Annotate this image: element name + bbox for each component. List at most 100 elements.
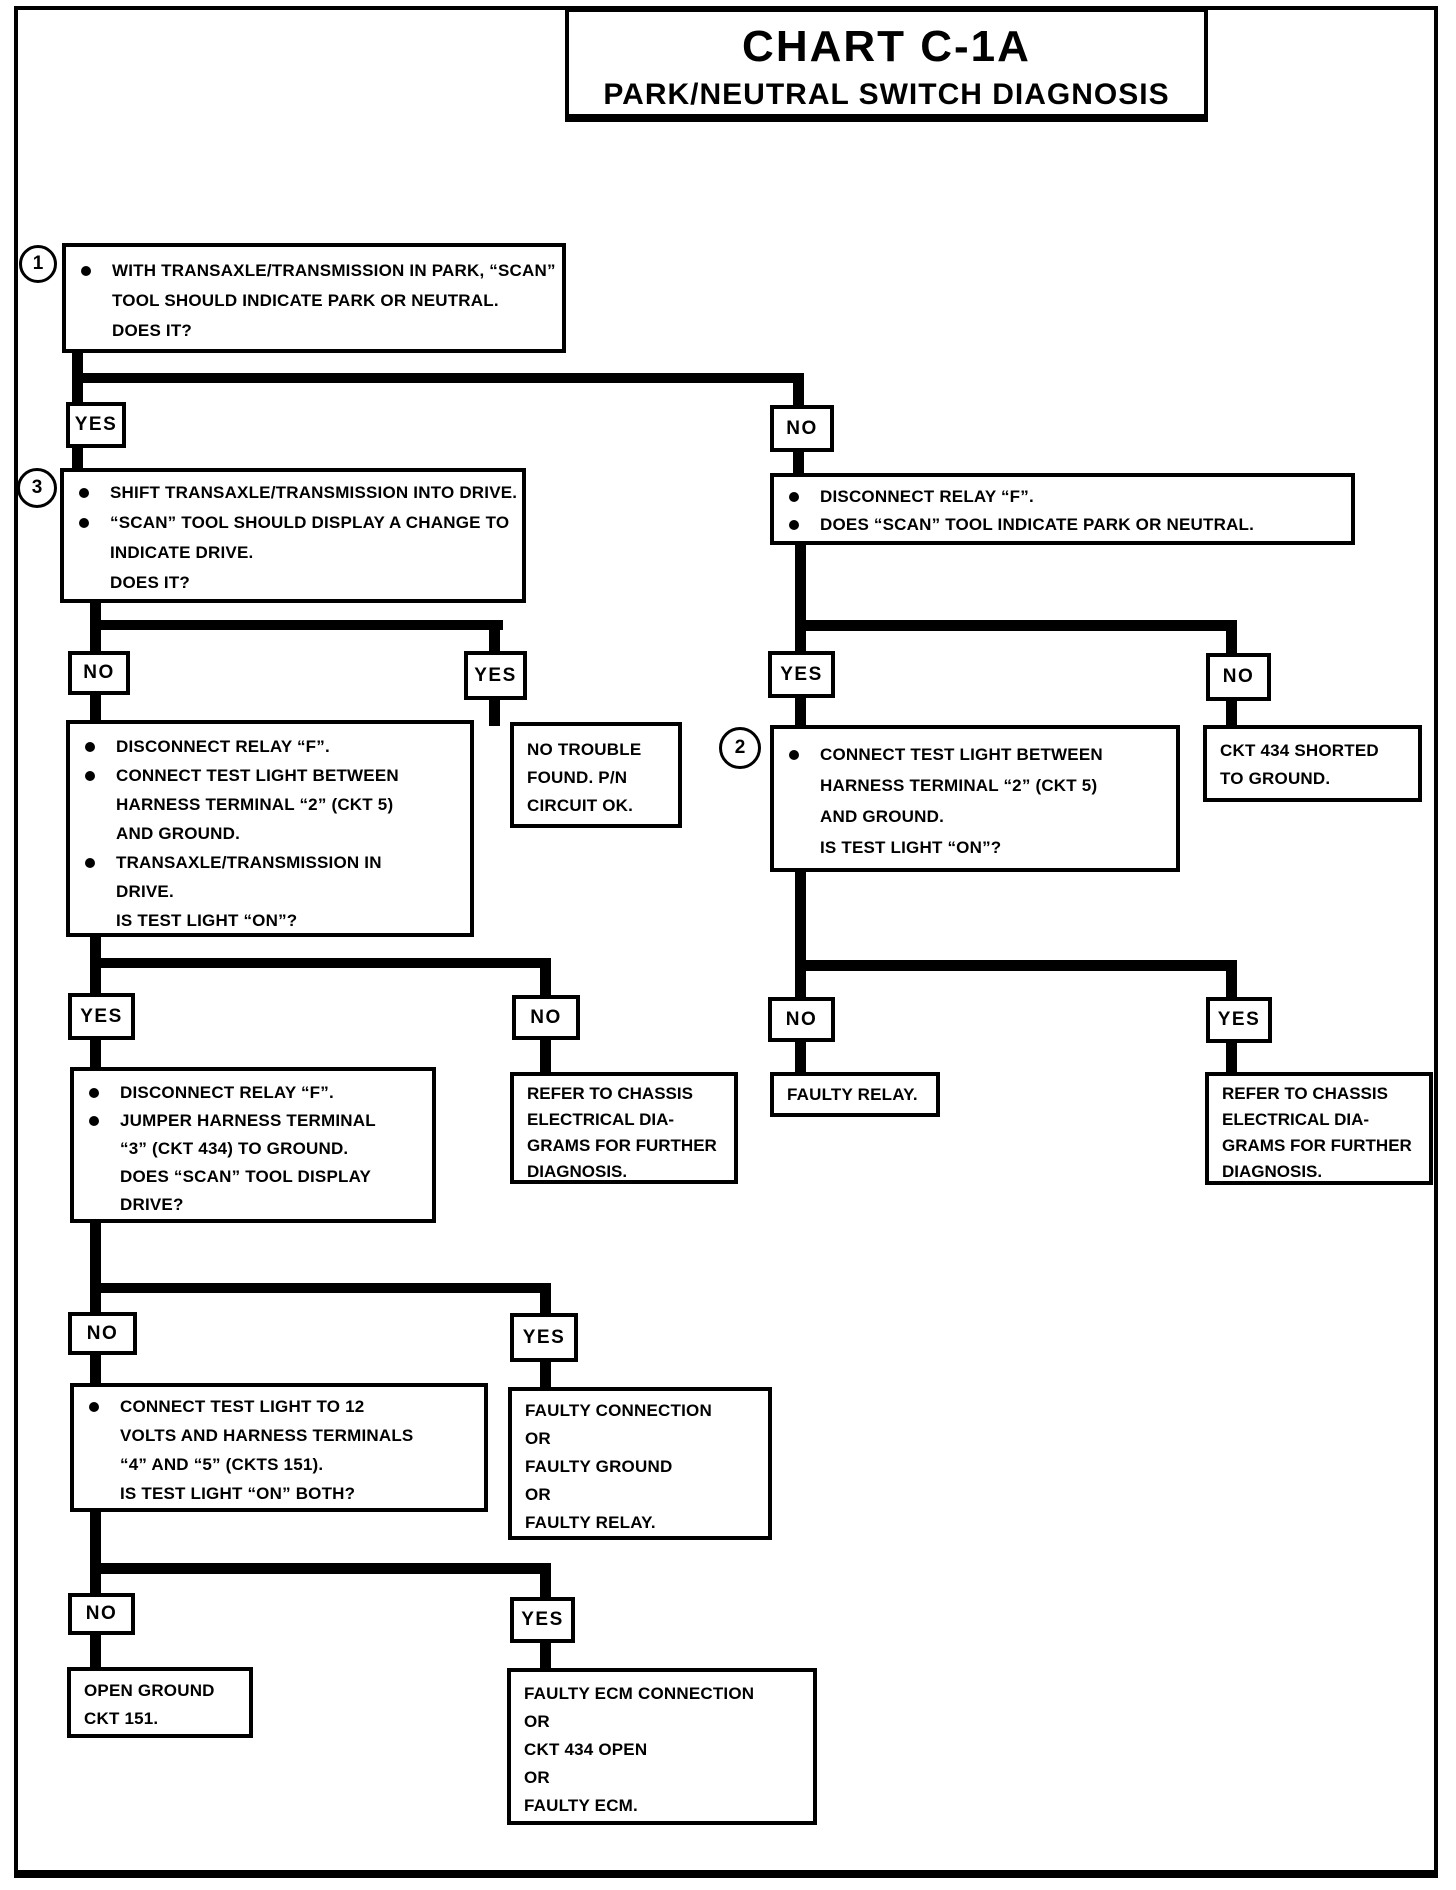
node-text: DISCONNECT RELAY “F”.: [116, 737, 330, 756]
branch-no: NO: [68, 1312, 137, 1355]
connector: [540, 958, 551, 999]
branch-label: YES: [521, 1609, 564, 1630]
branch-label: YES: [474, 664, 517, 686]
node-text: SHIFT TRANSAXLE/TRANSMISSION INTO DRIVE.: [110, 483, 518, 502]
node-open-ground: OPEN GROUND CKT 151.: [67, 1667, 253, 1738]
node-text: OR: [524, 1712, 550, 1731]
step-number: 1: [32, 253, 44, 274]
branch-label: YES: [780, 663, 823, 685]
node-text: TOOL SHOULD INDICATE PARK OR NEUTRAL.: [112, 291, 499, 310]
connector: [795, 960, 1237, 971]
node-text: HARNESS TERMINAL “2” (CKT 5): [116, 795, 394, 814]
node-faulty-relay: FAULTY RELAY.: [770, 1072, 940, 1117]
connector: [540, 1641, 551, 1671]
connector: [1226, 960, 1237, 1000]
connector: [795, 620, 1237, 631]
node-text: CIRCUIT OK.: [527, 796, 634, 815]
bullet-icon: [789, 492, 799, 502]
branch-label: NO: [530, 1006, 562, 1028]
node-text: CKT 434 OPEN: [524, 1740, 648, 1759]
branch-label: YES: [80, 1005, 123, 1027]
node-refer-chassis-right: REFER TO CHASSIS ELECTRICAL DIA- GRAMS F…: [1205, 1072, 1433, 1185]
node-text: WITH TRANSAXLE/TRANSMISSION IN PARK, “SC…: [112, 261, 556, 280]
node-text: DOES IT?: [112, 321, 192, 340]
node-text: VOLTS AND HARNESS TERMINALS: [120, 1426, 414, 1445]
connector: [90, 1633, 101, 1670]
node-text: CONNECT TEST LIGHT BETWEEN: [116, 766, 399, 785]
connector: [793, 452, 804, 477]
node-text: CONNECT TEST LIGHT TO 12: [120, 1397, 365, 1416]
connector: [795, 543, 806, 655]
branch-label: NO: [83, 662, 115, 683]
node-text: DIAGNOSIS.: [1222, 1162, 1323, 1181]
node-text: “4” AND “5” (CKTS 151).: [120, 1455, 324, 1474]
bullet-icon: [79, 518, 89, 528]
node-text: FOUND. P/N: [527, 768, 628, 787]
step-circle-3: 3: [17, 468, 57, 508]
node-text: “3” (CKT 434) TO GROUND.: [120, 1139, 349, 1158]
node-text: CKT 434 SHORTED: [1220, 741, 1379, 760]
step-circle-2: 2: [719, 727, 761, 769]
node-text: AND GROUND.: [116, 824, 241, 843]
node-text: HARNESS TERMINAL “2” (CKT 5): [820, 776, 1098, 795]
node-text: TO GROUND.: [1220, 769, 1331, 788]
branch-label: YES: [1217, 1009, 1261, 1030]
branch-label: NO: [785, 1008, 818, 1030]
branch-label: NO: [86, 1322, 119, 1344]
branch-no: NO: [68, 651, 130, 695]
bullet-icon: [789, 749, 799, 760]
node-faulty-connection: FAULTY CONNECTION OR FAULTY GROUND OR FA…: [508, 1387, 772, 1540]
node-text: REFER TO CHASSIS: [527, 1084, 693, 1103]
connector: [793, 373, 804, 409]
branch-label: YES: [522, 1326, 566, 1348]
connector: [90, 693, 101, 723]
branch-label: NO: [1222, 666, 1255, 687]
branch-yes: YES: [510, 1313, 578, 1362]
node-jumper-ckt434: DISCONNECT RELAY “F”. JUMPER HARNESS TER…: [70, 1067, 436, 1223]
step-circle-1: 1: [19, 245, 57, 283]
bullet-icon: [85, 741, 95, 752]
connector: [489, 698, 500, 726]
node-text: FAULTY CONNECTION: [525, 1401, 712, 1420]
node-text: JUMPER HARNESS TERMINAL: [120, 1111, 376, 1130]
branch-no: NO: [512, 995, 580, 1040]
connector: [540, 1360, 551, 1390]
bullet-icon: [789, 520, 799, 530]
branch-label: NO: [85, 1603, 118, 1624]
node-text: TRANSAXLE/TRANSMISSION IN: [116, 853, 382, 872]
bullet-icon: [85, 857, 95, 868]
branch-no: NO: [768, 997, 835, 1042]
node-text: DIAGNOSIS.: [527, 1162, 628, 1181]
step-number: 3: [31, 477, 43, 498]
chart-subtitle: PARK/NEUTRAL SWITCH DIAGNOSIS: [603, 78, 1170, 111]
branch-yes: YES: [66, 402, 126, 448]
node-text: FAULTY RELAY.: [787, 1085, 918, 1104]
bullet-icon: [89, 1401, 99, 1412]
node-text: INDICATE DRIVE.: [110, 543, 254, 562]
branch-no: NO: [770, 405, 834, 452]
bullet-icon: [89, 1116, 99, 1126]
node-test-light-drive: DISCONNECT RELAY “F”. CONNECT TEST LIGHT…: [66, 720, 474, 937]
node-text: OPEN GROUND: [84, 1681, 215, 1700]
chart-title: CHART C-1A: [742, 22, 1031, 71]
connector: [90, 1353, 101, 1386]
connector: [72, 373, 804, 383]
node-text: FAULTY RELAY.: [525, 1513, 656, 1532]
branch-no: NO: [68, 1593, 135, 1635]
branch-label: YES: [74, 414, 118, 435]
connector: [90, 620, 503, 630]
node-text: IS TEST LIGHT “ON”?: [116, 911, 298, 930]
node-text: GRAMS FOR FURTHER: [527, 1136, 717, 1155]
branch-yes: YES: [768, 651, 835, 698]
connector: [1226, 1041, 1237, 1074]
node-text: “SCAN” TOOL SHOULD DISPLAY A CHANGE TO: [110, 513, 510, 532]
node-text: DRIVE.: [116, 882, 174, 901]
node-text: AND GROUND.: [820, 807, 945, 826]
node-text: REFER TO CHASSIS: [1222, 1084, 1388, 1103]
node-text: FAULTY ECM.: [524, 1796, 638, 1815]
branch-label: NO: [786, 417, 818, 439]
node-refer-chassis-left: REFER TO CHASSIS ELECTRICAL DIA- GRAMS F…: [510, 1072, 738, 1184]
node-text: DOES IT?: [110, 573, 190, 592]
connector: [1226, 699, 1237, 729]
node-text: DOES “SCAN” TOOL DISPLAY: [120, 1167, 372, 1186]
